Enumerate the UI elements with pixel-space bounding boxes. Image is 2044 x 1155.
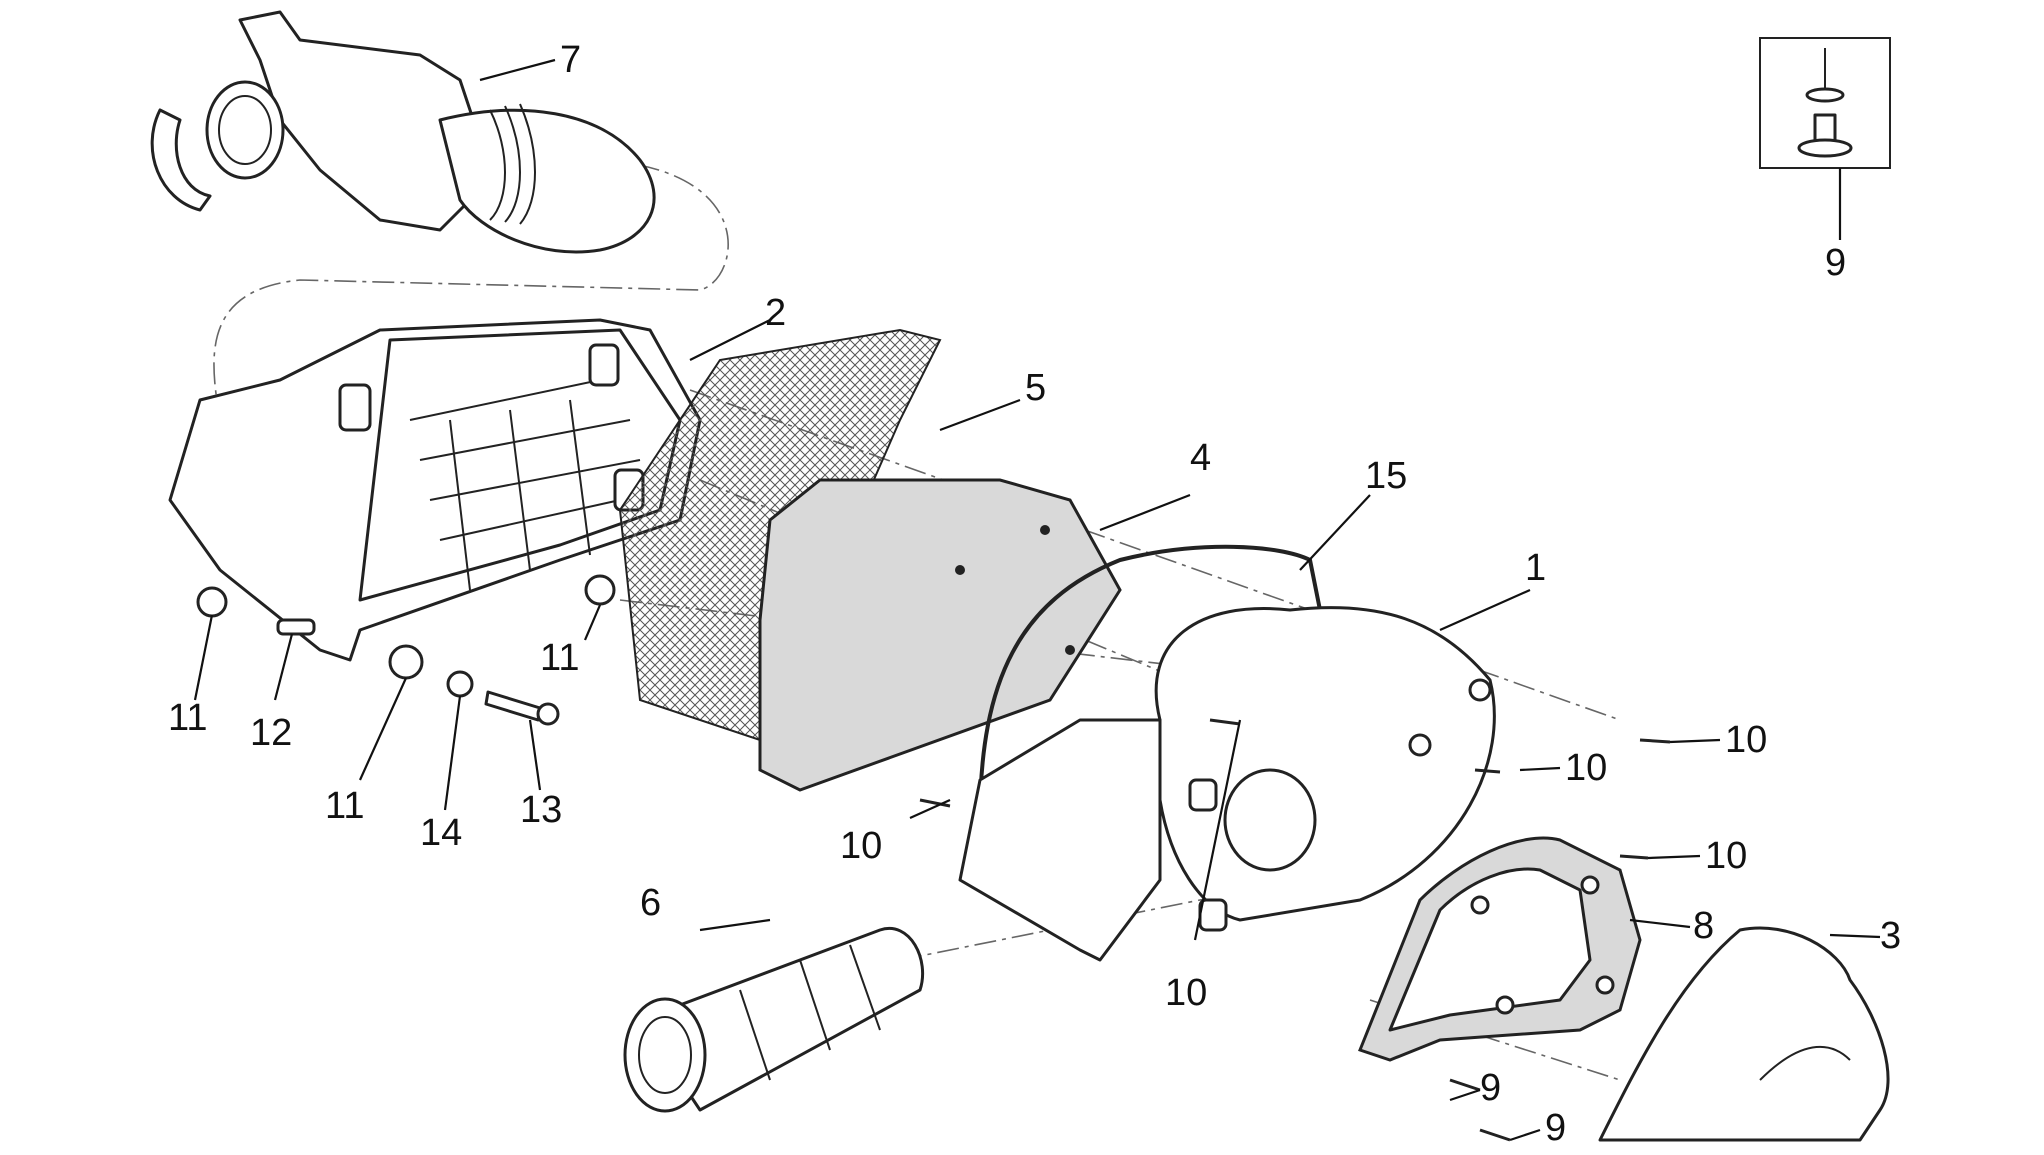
callout-5: 5 (1025, 367, 1046, 409)
callout-1: 1 (1525, 547, 1546, 589)
callout-14: 14 (420, 812, 462, 854)
leader-lines (193, 58, 1881, 1142)
callout-10: 10 (1565, 747, 1607, 789)
callout-9: 9 (1480, 1067, 1501, 1109)
callout-15: 15 (1365, 455, 1407, 497)
callout-4: 4 (1190, 437, 1211, 479)
intake-tube-part-6 (623, 926, 925, 1113)
callout-9: 9 (1825, 242, 1846, 284)
callout-12: 12 (250, 712, 292, 754)
callout-6: 6 (640, 882, 661, 924)
foam-filter-part-4 (758, 478, 1122, 792)
gasket-frame-part-8 (1358, 836, 1642, 1062)
callout-2: 2 (765, 292, 786, 334)
inset-box-fastener (1759, 37, 1891, 169)
callout-8: 8 (1693, 905, 1714, 947)
callout-7: 7 (560, 39, 581, 81)
callout-3: 3 (1880, 915, 1901, 957)
callout-10: 10 (1725, 719, 1767, 761)
callout-11: 11 (168, 697, 207, 739)
intake-duct-part-7 (150, 10, 656, 254)
callout-labels: 7 9 2 5 4 15 1 11 11 12 11 14 13 10 10 1… (168, 39, 1901, 1149)
filter-cover-part-1 (958, 606, 1496, 962)
side-cover-part-3 (1598, 926, 1890, 1142)
callout-10: 10 (840, 825, 882, 867)
callout-11: 11 (540, 637, 579, 679)
gasket-part-15 (978, 544, 1322, 821)
callout-10: 10 (1165, 972, 1207, 1014)
callout-9: 9 (1545, 1107, 1566, 1149)
callout-10: 10 (1705, 835, 1747, 877)
callout-13: 13 (520, 789, 562, 831)
filter-housing-part-2 (168, 318, 702, 662)
callout-11: 11 (325, 785, 364, 827)
